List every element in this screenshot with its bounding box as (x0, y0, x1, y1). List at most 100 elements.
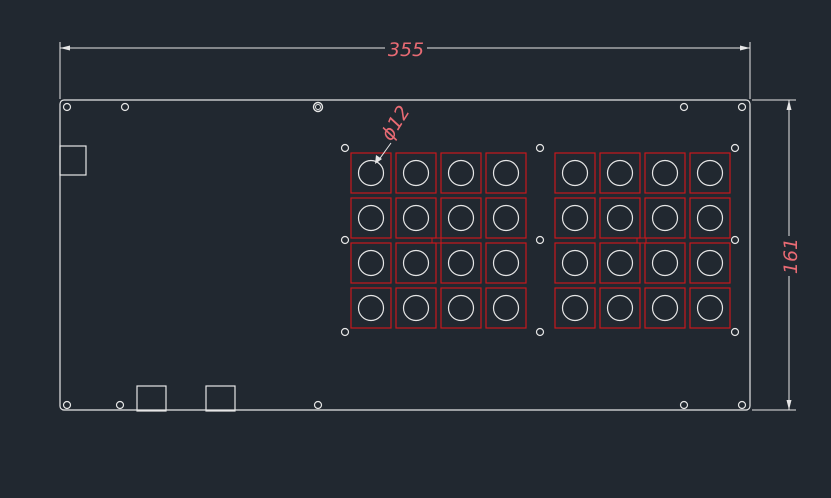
key-hole (492, 204, 520, 232)
key-hole (606, 204, 634, 232)
key-hole (651, 294, 679, 322)
key-square (689, 242, 731, 284)
board-outline (59, 99, 751, 411)
key-square (395, 152, 437, 194)
hole-diameter-callout: ϕ12 (375, 102, 415, 164)
key-square (599, 287, 641, 329)
key-hole (651, 159, 679, 187)
bottom-connector-right (205, 385, 236, 412)
mounting-holes (62, 101, 747, 410)
bottom-connector-left (136, 385, 167, 412)
key-square (689, 287, 731, 329)
mounting-hole (535, 143, 545, 153)
key-hole (606, 159, 634, 187)
key-square (395, 242, 437, 284)
key-hole (402, 159, 430, 187)
key-square (554, 242, 596, 284)
key-square (440, 152, 482, 194)
key-hole (357, 294, 385, 322)
mounting-hole (737, 102, 747, 112)
key-hole (447, 204, 475, 232)
key-square (350, 197, 392, 239)
width-arrow-left (60, 45, 70, 51)
key-square (395, 287, 437, 329)
key-square (599, 152, 641, 194)
hole-diameter-label: ϕ12 (377, 102, 415, 145)
key-hole (402, 249, 430, 277)
mounting-hole (120, 102, 130, 112)
mounting-hole (535, 235, 545, 245)
key-hole (492, 159, 520, 187)
key-hole (696, 249, 724, 277)
key-hole (561, 249, 589, 277)
mounting-hole (62, 102, 72, 112)
key-grid (350, 152, 731, 329)
height-arrow-bottom (786, 400, 792, 410)
key-square (350, 152, 392, 194)
mounting-hole (730, 235, 740, 245)
hole-leader-arrow (375, 155, 382, 164)
key-square (485, 287, 527, 329)
key-square (350, 242, 392, 284)
mounting-hole (679, 400, 689, 410)
key-hole (357, 249, 385, 277)
mounting-hole (313, 400, 323, 410)
key-square (485, 152, 527, 194)
mounting-hole (679, 102, 689, 112)
key-hole (561, 204, 589, 232)
key-square (644, 197, 686, 239)
mounting-hole (730, 327, 740, 337)
key-square (554, 197, 596, 239)
key-square (440, 287, 482, 329)
key-square (554, 287, 596, 329)
key-hole (606, 249, 634, 277)
key-square (554, 152, 596, 194)
key-hole (696, 204, 724, 232)
key-square (599, 197, 641, 239)
key-hole (447, 294, 475, 322)
mounting-hole-large (312, 101, 324, 113)
height-label: 161 (780, 238, 802, 274)
key-joint-mark (636, 237, 647, 244)
key-joint-mark (431, 237, 442, 244)
key-hole (651, 204, 679, 232)
key-hole (447, 249, 475, 277)
key-square (440, 197, 482, 239)
key-square (599, 242, 641, 284)
key-square (485, 197, 527, 239)
key-hole (651, 249, 679, 277)
mounting-hole (340, 143, 350, 153)
key-hole (492, 294, 520, 322)
width-arrow-right (740, 45, 750, 51)
key-hole (447, 159, 475, 187)
key-hole (492, 249, 520, 277)
key-square (485, 242, 527, 284)
mounting-hole (730, 143, 740, 153)
width-dimension: 355 (59, 39, 751, 99)
mounting-hole (62, 400, 72, 410)
mounting-hole (535, 327, 545, 337)
height-dimension: 161 (752, 99, 802, 411)
key-square (644, 287, 686, 329)
key-square (644, 152, 686, 194)
key-hole (696, 159, 724, 187)
key-square (350, 287, 392, 329)
key-hole (402, 204, 430, 232)
mounting-hole-large-inner (315, 104, 321, 110)
key-square (440, 242, 482, 284)
mounting-hole (340, 327, 350, 337)
key-hole (357, 159, 385, 187)
key-hole (696, 294, 724, 322)
mounting-hole (115, 400, 125, 410)
key-square (395, 197, 437, 239)
key-hole (561, 159, 589, 187)
key-square (689, 152, 731, 194)
key-square (689, 197, 731, 239)
key-hole (561, 294, 589, 322)
key-hole (606, 294, 634, 322)
key-hole (357, 204, 385, 232)
side-connector (59, 145, 87, 176)
mounting-hole (340, 235, 350, 245)
key-square (644, 242, 686, 284)
